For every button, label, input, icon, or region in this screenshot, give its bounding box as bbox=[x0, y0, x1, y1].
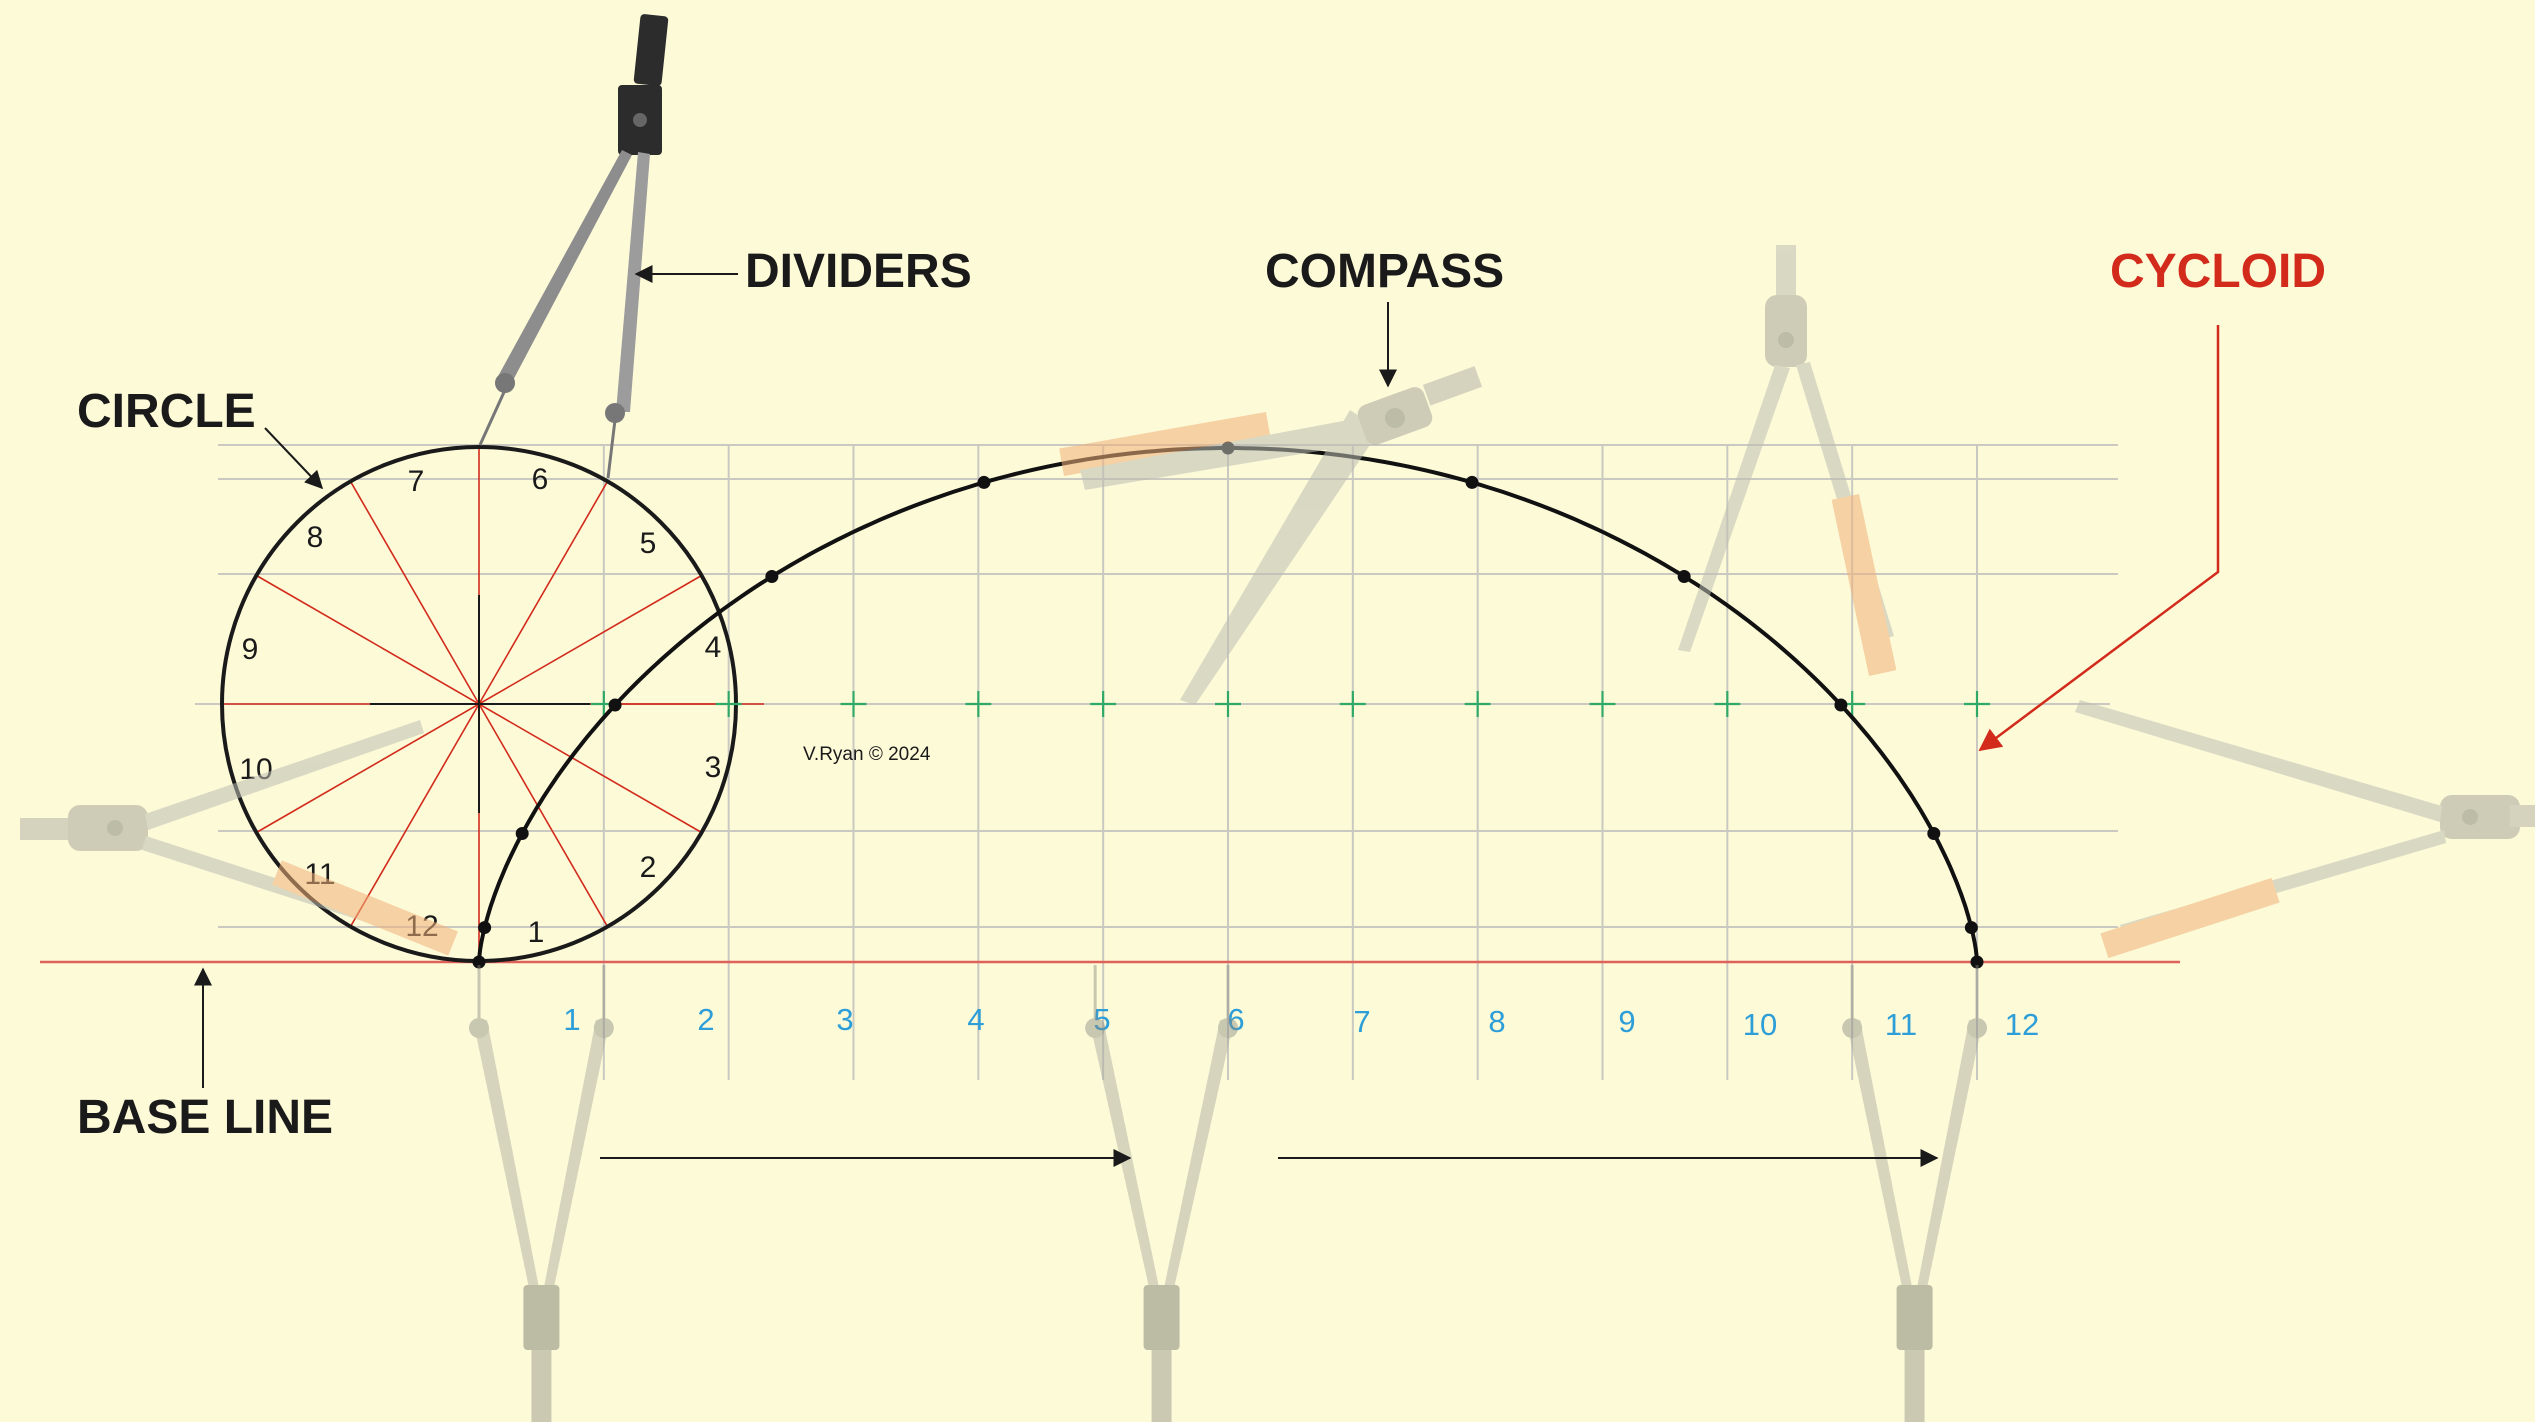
divider-leg bbox=[543, 1020, 610, 1290]
base-number: 11 bbox=[1885, 1007, 1917, 1042]
divider-leg bbox=[473, 1020, 540, 1290]
circle-number: 3 bbox=[705, 751, 722, 784]
divider-head bbox=[1896, 1285, 1933, 1350]
locus-point bbox=[1964, 921, 1978, 935]
locus-point bbox=[1970, 955, 1984, 969]
divider-handle bbox=[531, 1350, 552, 1422]
construction-grid bbox=[218, 444, 2118, 1080]
locus-point bbox=[1677, 570, 1691, 583]
base-line-label: BASE LINE bbox=[77, 1091, 333, 1144]
dividers-icon bbox=[469, 965, 1987, 1422]
divider-head bbox=[1143, 1285, 1180, 1350]
credit-text: V.Ryan © 2024 bbox=[803, 744, 931, 765]
locus-point bbox=[608, 698, 622, 712]
divider-head bbox=[523, 1285, 560, 1350]
base-number: 12 bbox=[2005, 1007, 2039, 1042]
base-number: 1 bbox=[563, 1002, 580, 1037]
cycloid-label-arrow bbox=[1978, 325, 2220, 752]
locus-point bbox=[977, 475, 991, 489]
divider-leg bbox=[1916, 1020, 1983, 1290]
locus-point bbox=[472, 955, 486, 969]
base-line-numbers: 1 2 3 4 5 6 7 8 9 10 11 12 bbox=[563, 1002, 2039, 1042]
base-number: 6 bbox=[1227, 1002, 1244, 1037]
base-number: 4 bbox=[967, 1002, 984, 1037]
circle-label: CIRCLE bbox=[77, 385, 256, 438]
base-number: 5 bbox=[1093, 1002, 1110, 1037]
base-number: 2 bbox=[697, 1002, 714, 1037]
circle-number: 6 bbox=[532, 463, 549, 496]
base-number: 8 bbox=[1488, 1004, 1505, 1039]
divider-pivot bbox=[1842, 1018, 1863, 1038]
locus-point bbox=[1465, 475, 1479, 489]
circle-number: 8 bbox=[307, 521, 324, 554]
circle-number: 1 bbox=[528, 916, 545, 949]
divider-handle bbox=[1151, 1350, 1172, 1422]
base-number: 10 bbox=[1743, 1007, 1777, 1042]
compass-label: COMPASS bbox=[1265, 245, 1504, 298]
divider-leg bbox=[1089, 1020, 1160, 1290]
compass-icon bbox=[2075, 700, 2535, 959]
base-number: 3 bbox=[836, 1002, 853, 1037]
divider-leg bbox=[1163, 1020, 1234, 1290]
dividers-icon bbox=[478, 14, 669, 479]
divider-pivot bbox=[1218, 1018, 1238, 1038]
circle-number: 4 bbox=[705, 631, 722, 664]
locus-point bbox=[1927, 827, 1941, 840]
circle-label-arrow bbox=[264, 427, 324, 490]
base-number: 7 bbox=[1353, 1004, 1370, 1039]
locus-point bbox=[1834, 698, 1848, 712]
compass-icon bbox=[1678, 245, 1897, 676]
divider-pivot bbox=[1085, 1018, 1106, 1038]
cycloid-label: CYCLOID bbox=[2110, 245, 2326, 298]
compass-icon bbox=[20, 720, 458, 956]
circle-number: 2 bbox=[640, 851, 657, 884]
circle-number: 9 bbox=[242, 633, 259, 666]
base-number: 9 bbox=[1618, 1004, 1635, 1039]
divider-handle bbox=[1904, 1350, 1925, 1422]
divider-leg bbox=[1846, 1020, 1913, 1290]
divider-pivot bbox=[469, 1018, 489, 1038]
locus-point bbox=[515, 827, 529, 840]
compass-icon bbox=[1059, 366, 1483, 705]
locus-point bbox=[478, 921, 492, 935]
locus-point bbox=[765, 570, 779, 583]
centre-cross bbox=[370, 595, 590, 813]
divider-pivot bbox=[593, 1018, 614, 1038]
circle-number: 7 bbox=[408, 465, 425, 498]
circle-number: 5 bbox=[640, 527, 657, 560]
dividers-label: DIVIDERS bbox=[745, 245, 972, 298]
divider-pivot bbox=[1967, 1018, 1987, 1038]
